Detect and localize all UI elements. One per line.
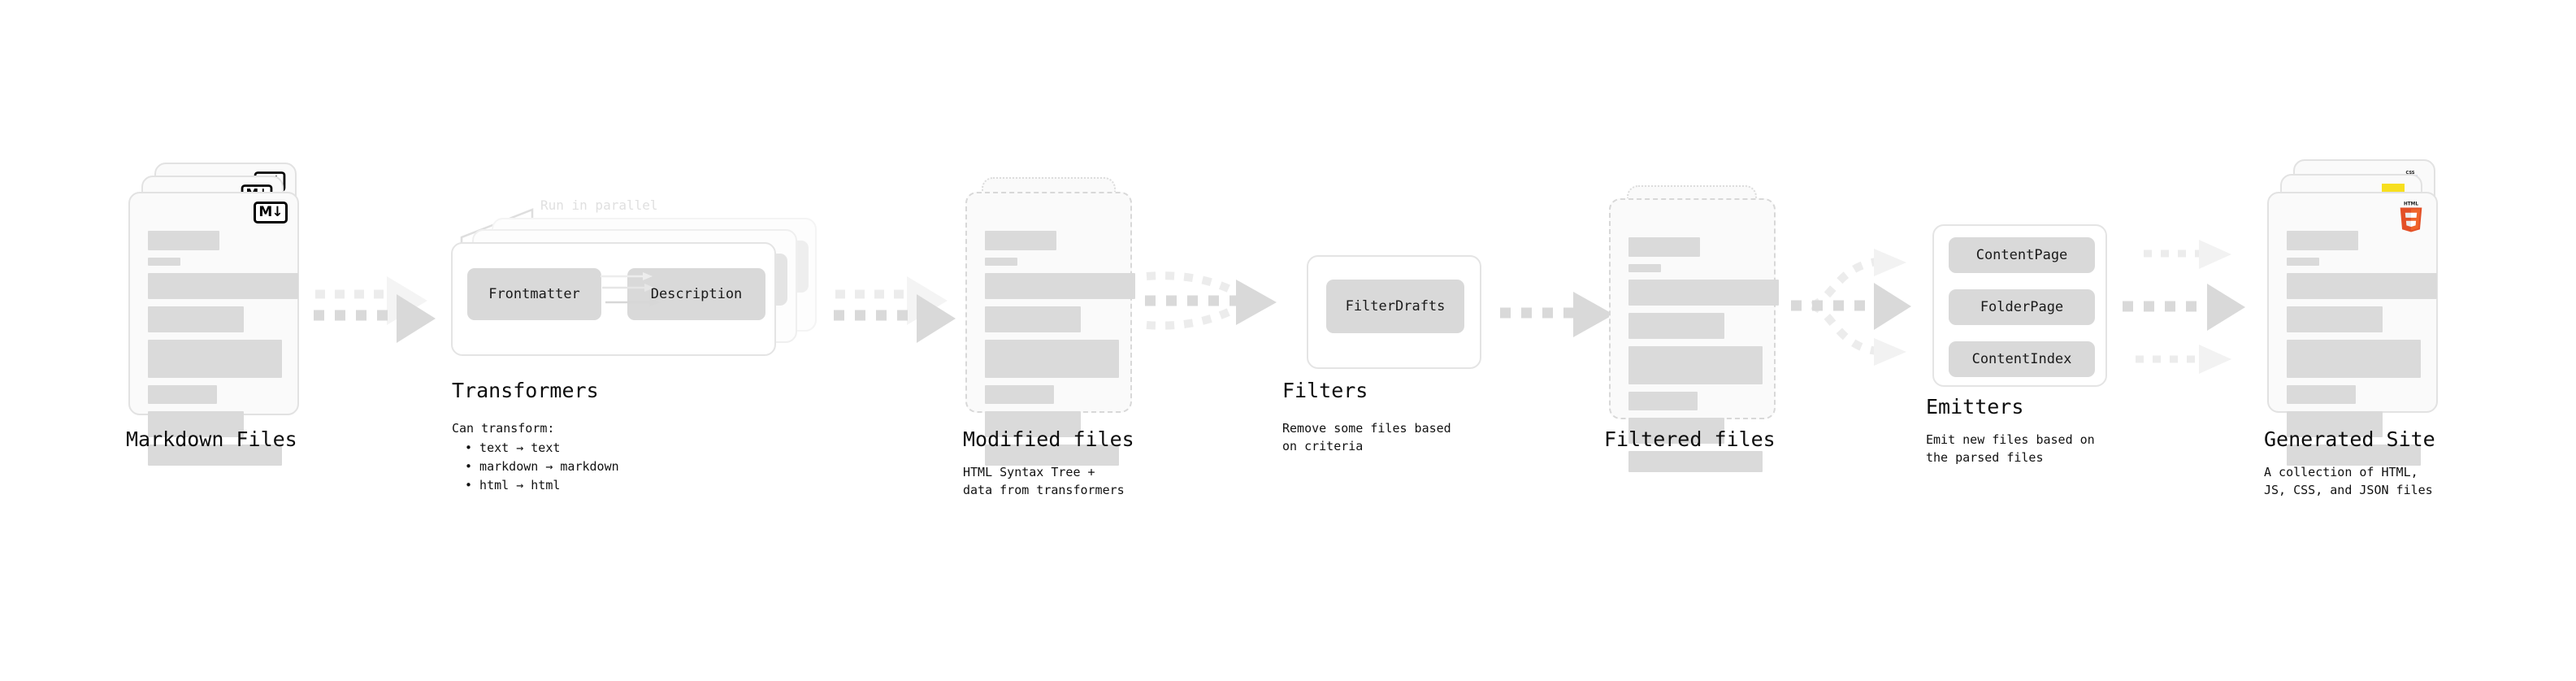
flow-arrow-6-triple bbox=[2123, 240, 2245, 374]
generated-site-caption: A collection of HTML, JS, CSS, and JSON … bbox=[2264, 465, 2433, 497]
document-content-line bbox=[2287, 306, 2383, 332]
transformer-chip-description[interactable]: Description bbox=[627, 268, 765, 320]
document-content-lines bbox=[148, 231, 298, 473]
document-content-line bbox=[1628, 392, 1698, 410]
document-content-lines bbox=[2287, 231, 2437, 473]
document-content-line bbox=[985, 340, 1119, 378]
document-content-line bbox=[2287, 445, 2421, 466]
emitter-chip-folderpage[interactable]: FolderPage bbox=[1949, 289, 2095, 325]
document-content-line bbox=[985, 385, 1054, 404]
document-content-line bbox=[1628, 346, 1763, 384]
flow-arrow-4 bbox=[1500, 292, 1614, 337]
flow-arrow-5-fanout bbox=[1791, 249, 1911, 366]
filtered-files-card-stack bbox=[1609, 185, 1780, 472]
emitter-chip-contentindex[interactable]: ContentIndex bbox=[1949, 341, 2095, 377]
document-content-line bbox=[985, 306, 1081, 332]
document-content-line bbox=[2287, 411, 2383, 437]
filtered-files-title: Filtered files bbox=[1604, 427, 1776, 451]
document-content-line bbox=[148, 273, 298, 299]
generated-card-front-html: HTML bbox=[2267, 192, 2438, 466]
document-content-line bbox=[148, 385, 217, 404]
filter-chip-filterdrafts[interactable]: FilterDrafts bbox=[1326, 280, 1464, 333]
filtered-card-front bbox=[1609, 198, 1779, 472]
document-content-line bbox=[148, 231, 219, 250]
document-content-line bbox=[1628, 313, 1724, 339]
modified-files-card-stack bbox=[965, 177, 1144, 466]
filters-title: Filters bbox=[1282, 379, 1368, 402]
document-content-line bbox=[2287, 231, 2358, 250]
emitters-caption: Emit new files based on the parsed files bbox=[1926, 432, 2095, 465]
run-in-parallel-label: Run in parallel bbox=[540, 197, 658, 213]
modified-card-front bbox=[965, 192, 1135, 466]
document-content-lines bbox=[1628, 237, 1779, 479]
document-content-lines bbox=[985, 231, 1135, 473]
emitters-group-box: ContentPage FolderPage ContentIndex bbox=[1932, 224, 2107, 387]
document-content-line bbox=[148, 411, 244, 437]
transformers-bullet-list: • text → text • markdown → markdown • ht… bbox=[465, 440, 619, 492]
markdown-card-front: M↓ bbox=[128, 192, 299, 466]
document-content-line bbox=[985, 411, 1081, 437]
emitter-chip-contentpage[interactable]: ContentPage bbox=[1949, 237, 2095, 273]
document-content-line bbox=[985, 273, 1135, 299]
document-content-line bbox=[985, 231, 1056, 250]
document-content-line bbox=[1628, 451, 1763, 472]
filters-group-box: FilterDrafts bbox=[1307, 255, 1481, 369]
document-content-line bbox=[1628, 418, 1724, 444]
document-content-line bbox=[1628, 264, 1661, 272]
flow-arrow-2 bbox=[834, 276, 956, 343]
transformer-internal-arrows bbox=[601, 272, 661, 306]
flow-arrow-3 bbox=[1145, 271, 1277, 330]
transformers-title: Transformers bbox=[452, 379, 599, 402]
document-content-line bbox=[2287, 340, 2421, 378]
document-content-line bbox=[2287, 258, 2319, 266]
document-content-line bbox=[985, 258, 1017, 266]
document-content-line bbox=[2287, 385, 2356, 404]
document-content-line bbox=[148, 306, 244, 332]
document-content-line bbox=[985, 445, 1119, 466]
svg-text:HTML: HTML bbox=[2404, 202, 2418, 207]
filters-caption: Remove some files based on criteria bbox=[1282, 421, 1451, 453]
markdown-files-card-stack: M↓ M↓ M↓ bbox=[128, 163, 315, 466]
document-content-line bbox=[1628, 280, 1779, 306]
html5-logo-icon: HTML bbox=[2400, 202, 2422, 232]
document-content-line bbox=[148, 258, 180, 266]
markdown-files-title: Markdown Files bbox=[126, 427, 297, 451]
document-content-line bbox=[148, 445, 282, 466]
generated-site-title: Generated Site bbox=[2264, 427, 2435, 451]
transformers-group-stack: Frontmatter Description bbox=[451, 218, 825, 356]
transformer-chip-frontmatter[interactable]: Frontmatter bbox=[467, 268, 601, 320]
document-content-line bbox=[148, 340, 282, 378]
markdown-logo-icon: M↓ bbox=[254, 202, 288, 223]
generated-site-card-stack: CSS HTML bbox=[2267, 159, 2454, 466]
transformers-caption: Can transform: bbox=[452, 421, 555, 436]
flow-arrow-1 bbox=[314, 276, 436, 343]
modified-files-title: Modified files bbox=[963, 427, 1134, 451]
modified-files-caption: HTML Syntax Tree + data from transformer… bbox=[963, 465, 1125, 497]
document-content-line bbox=[1628, 237, 1700, 257]
svg-text:CSS: CSS bbox=[2405, 171, 2414, 176]
transformers-card-front: Frontmatter Description bbox=[451, 242, 776, 356]
emitters-title: Emitters bbox=[1926, 395, 2024, 419]
document-content-line bbox=[2287, 273, 2437, 299]
